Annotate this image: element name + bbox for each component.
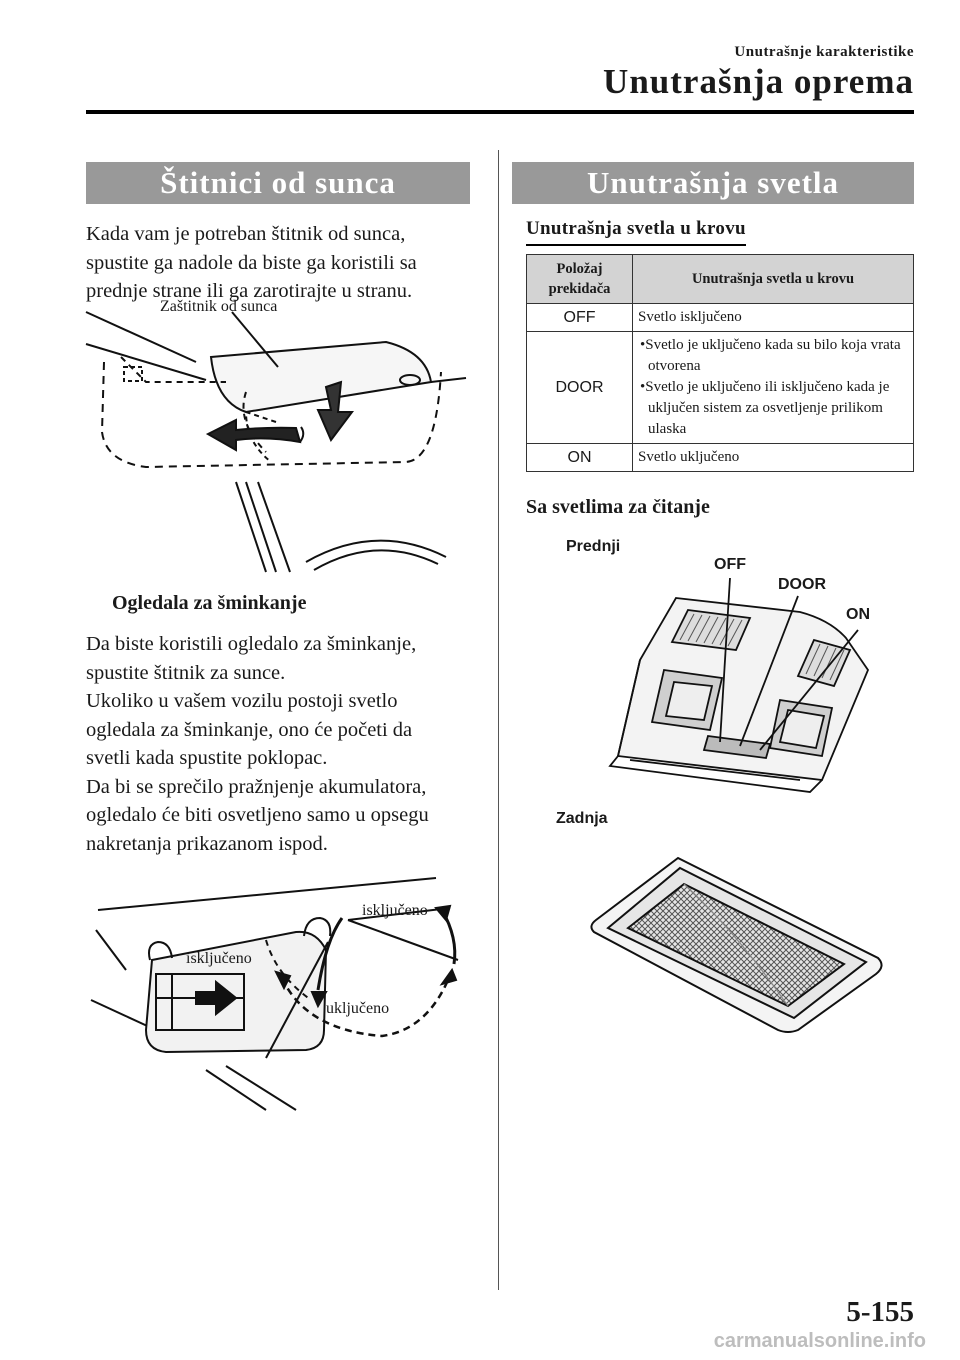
switch-position: OFF [526,303,633,332]
visor-off-label-left: isključeno [186,950,252,967]
column-header: Unutrašnja svetla u krovu [632,254,914,304]
visor-off-label-right: isključeno [362,902,428,919]
vanity-mirror-body: Da biste koristili ogledalo za šminkanje… [86,630,429,858]
intro-line: prednje strane ili ga zarotirajte u stra… [86,280,413,302]
front-reading-lights-illustration [608,577,870,793]
body-line: ogledala za šminkanje, ono će početi da [86,718,413,741]
switch-position: DOOR [526,331,633,444]
page-title: Unutrašnja oprema [603,62,914,101]
intro-line: spustite ga nadole da biste ga koristili… [86,251,417,274]
vanity-mirror-heading: Ogledala za šminkanje [112,592,307,614]
light-state: •Svetlo je uključeno kada su bilo koja v… [632,331,914,444]
table-row: OFF Svetlo isključeno [526,303,914,332]
light-state: Svetlo isključeno [632,303,914,332]
reading-lights-heading: Sa svetlima za čitanje [526,496,710,518]
rear-label: Zadnja [556,810,608,827]
page-number: 5-155 [846,1296,914,1328]
body-line: Da bi se sprečilo pražnjenje akumulatora… [86,775,427,798]
table-header-row: Položaj prekidača Unutrašnja svetla u kr… [526,254,914,304]
front-label: Prednji [566,538,621,555]
sun-visor-banner: Štitnici od sunca [86,162,470,204]
interior-lights-banner: Unutrašnja svetla [512,162,914,204]
body-line: Da biste koristili ogledalo za šminkanje… [86,633,417,655]
body-line: spustite štitnik za sunce. [86,661,286,684]
sun-visor-callout: Zaštitnik od sunca [160,298,278,315]
column-header: Položaj prekidača [526,254,633,304]
sun-visor-intro: Kada vam je potreban štitnik od sunca, s… [86,220,417,306]
header-rule [86,110,914,114]
body-line: svetli kada spustite poklopac. [86,747,328,769]
body-line: Ukoliko u vašem vozilu postoji svetlo [86,690,398,712]
watermark: carmanualsonline.info [713,1330,926,1352]
list-item: •Svetlo je uključeno kada su bilo koja v… [640,337,901,374]
light-switch-table: Položaj prekidača Unutrašnja svetla u kr… [526,254,914,472]
column-divider [498,150,499,1290]
light-state: Svetlo uključeno [632,443,914,472]
door-label: DOOR [778,576,826,593]
switch-position: ON [526,443,633,472]
vanity-mirror-illustration [90,877,459,1111]
list-item: •Svetlo je uključeno ili isključeno kada… [640,379,890,437]
table-row: DOOR •Svetlo je uključeno kada su bilo k… [526,331,914,444]
table-row: ON Svetlo uključeno [526,443,914,472]
visor-on-label: uključeno [326,1000,390,1017]
body-line: ogledalo će biti osvetljeno samo u opseg… [86,804,429,826]
sun-visor-illustration [85,311,467,573]
intro-line: Kada vam je potreban štitnik od sunca, [86,223,406,245]
roof-lights-heading: Unutrašnja svetla u krovu [526,218,746,246]
off-label: OFF [714,556,746,573]
rear-reading-light-illustration [590,856,883,1033]
on-label: ON [846,606,870,623]
body-line: nakretanja prikazanom ispod. [86,832,328,855]
section-name: Unutrašnje karakteristike [734,44,914,60]
